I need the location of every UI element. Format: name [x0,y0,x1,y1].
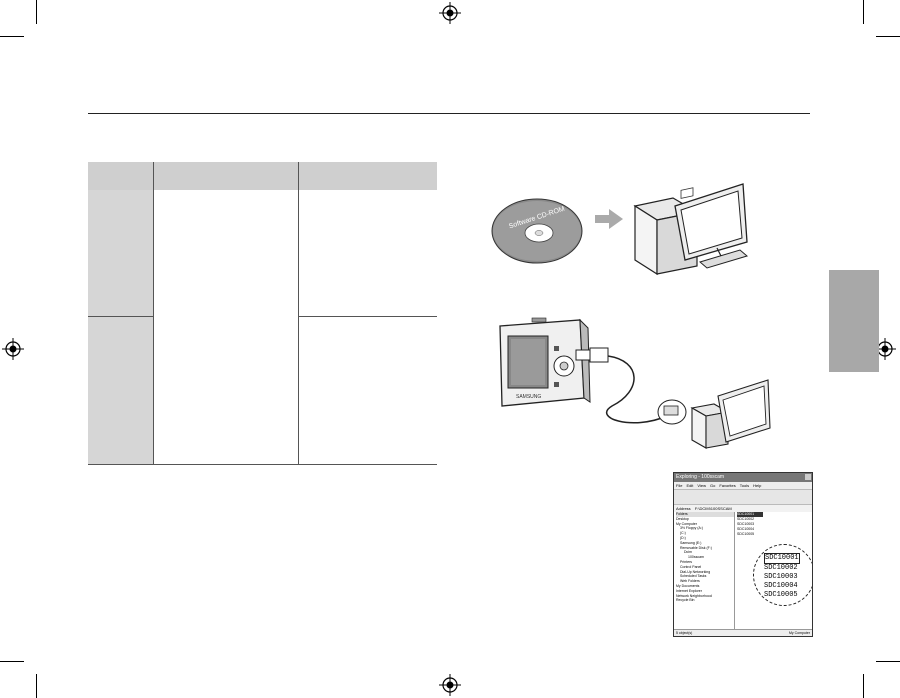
explorer-folder-pane: Folders Desktop My Computer 3½ Floppy (A… [674,512,735,629]
tree-item: Removable Disk (F:) [680,545,712,550]
explorer-file-pane: SDC10001 SDC10002 SDC10003 SDC10004 SDC1… [735,512,812,629]
status-left: 5 object(s) [676,631,693,635]
table-header-row [88,162,437,190]
tree-item: Recycle Bin [676,598,695,603]
explorer-window: Exploring - 100sscam File Edit View Go F… [673,472,813,637]
tree-item: Scheduled Tasks [680,574,707,579]
explorer-status-bar: 5 object(s) My Computer [674,629,812,636]
camera-icon: SAMSUNG [499,317,591,407]
zoom-file: SDC10001 [764,553,800,564]
file-item: SDC10004 [737,527,755,531]
crop-mark-tr-v [863,0,864,24]
tree-item: My Documents [676,583,700,588]
table-header-cell-3 [299,162,437,190]
zoom-callout: SDC10001 SDC10002 SDC10003 SDC10004 SDC1… [753,544,812,606]
menu-help: Help [753,483,762,488]
table-first-column [88,190,153,464]
explorer-title: Exploring - 100sscam [676,474,725,480]
header-rule [88,113,810,114]
usb-connection-figure: SAMSUNG [499,317,771,449]
crop-mark-tl-v [36,0,37,24]
menu-go: Go [709,483,716,488]
section-side-tab [829,270,879,372]
address-label: Address [676,506,691,511]
address-value: F:\DCIM\100SSCAM [694,506,732,511]
monitor-icon [674,183,749,269]
tree-item: Network Neighborhood [676,593,712,598]
table-row-divider-right [298,316,437,317]
file-item: SDC10002 [737,517,755,521]
explorer-address-bar: Address F:\DCIM\100SSCAM [674,505,812,512]
close-icon [805,474,811,480]
tree-item: Desktop [676,516,689,521]
crop-mark-bl-h [0,661,24,662]
file-item: SDC10003 [737,522,755,526]
arrow-icon [595,209,623,229]
table-row-2-label [88,317,153,325]
explorer-menu-bar: File Edit View Go Favorites Tools Help [674,482,812,489]
explorer-title-bar: Exploring - 100sscam [674,473,812,482]
tree-item: Samsung (E:) [680,540,702,545]
table-header-cell-2 [154,162,298,190]
menu-view: View [697,483,706,488]
zoom-file: SDC10004 [764,582,798,590]
menu-tools: Tools [739,483,750,488]
menu-edit: Edit [686,483,694,488]
table-row-divider [88,316,153,317]
computer-tower-icon-2 [690,403,730,449]
cd-install-figure: Software CD-ROM [491,183,749,276]
folders-title: Folders [676,512,734,517]
monitor-icon-2 [717,379,771,443]
tree-item: Web Folders [680,579,700,584]
crop-mark-tr-h [876,36,900,37]
tree-item: (C:) [680,531,686,536]
registration-mark-bottom [439,674,461,696]
explorer-toolbar [674,489,812,505]
tree-item: Printers [680,559,693,564]
usb-cable-icon [575,347,687,425]
zoom-file: SDC10005 [764,591,798,599]
tree-item: Internet Explorer [676,588,702,593]
crop-mark-br-h [876,661,900,662]
status-right: My Computer [788,631,810,635]
table-divider-2 [298,162,299,464]
tree-item: 3½ Floppy (A:) [680,526,703,531]
registration-mark-top [439,2,461,24]
file-item: SDC10005 [737,532,755,536]
file-item: SDC10001 [737,512,763,517]
table-row-1-right [299,190,437,198]
crop-mark-br-v [863,674,864,698]
tree-item: (D:) [680,535,686,540]
registration-mark-left [2,338,24,360]
cd-rom-icon: Software CD-ROM [491,198,583,264]
table-divider-1 [153,162,154,464]
table-bottom-rule [88,464,437,465]
crop-mark-tl-h [0,36,24,37]
table-row-1-middle [154,190,298,198]
tree-item: Dial-Up Networking [680,569,711,574]
camera-brand: SAMSUNG [516,394,541,400]
tree-item: Dcim [684,550,692,555]
info-table [88,162,437,465]
menu-file: File [676,483,683,488]
menu-favorites: Favorites [719,483,736,488]
zoom-file: SDC10002 [764,564,798,572]
tree-item: Control Panel [680,564,702,569]
tree-item: 100sscam [688,555,704,560]
zoom-file: SDC10003 [764,573,798,581]
tree-item: My Computer [676,521,698,526]
table-row-1-label [88,190,153,198]
crop-mark-bl-v [36,674,37,698]
table-header-cell-1 [88,162,153,190]
table-row-2-right [299,317,437,325]
